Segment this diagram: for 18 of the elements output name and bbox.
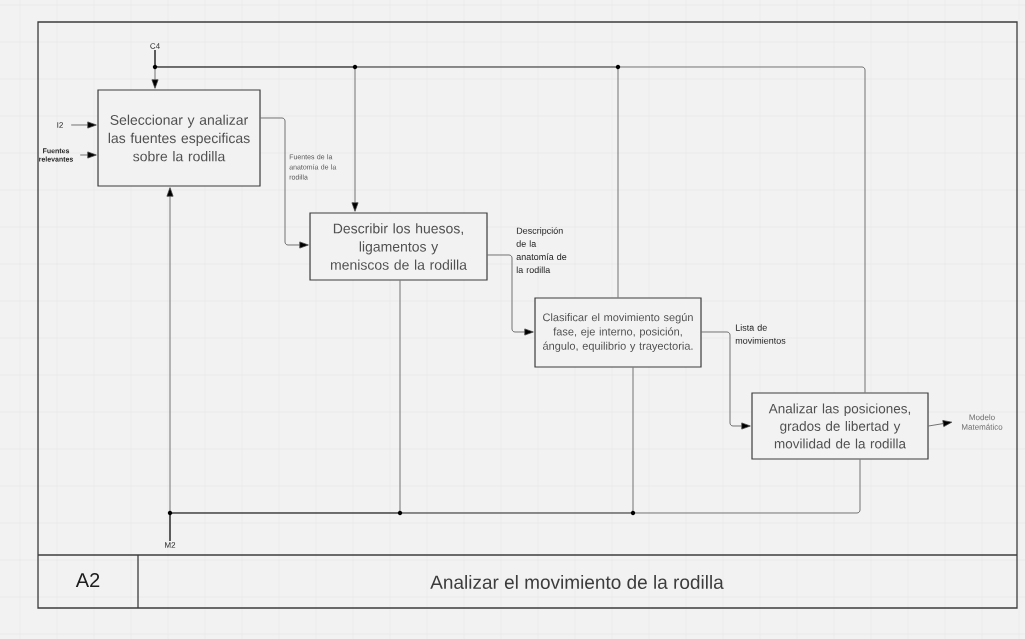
arrow bbox=[260, 117, 309, 249]
arrow bbox=[70, 121, 97, 129]
flow-label: Modelo Matemático bbox=[962, 414, 1003, 430]
title: Analizar el movimiento de la rodilla bbox=[430, 575, 724, 589]
flow-label: M2 bbox=[165, 542, 176, 548]
edge-label: Descripción de la anatomía de la rodilla bbox=[516, 227, 567, 274]
arrow bbox=[79, 151, 97, 159]
flow-label: C4 bbox=[150, 43, 160, 49]
flow-label: I2 bbox=[57, 122, 63, 128]
arrow bbox=[928, 420, 953, 427]
diagram-number: A2 bbox=[75, 573, 100, 587]
process-box: Clasificar el movimiento según fase, eje interno, posición, ángulo, equilibrio y trayectoria. bbox=[534, 297, 702, 368]
arrow bbox=[487, 254, 534, 336]
edge-label: Lista de movimientos bbox=[735, 324, 786, 344]
process-box: Analizar las posiciones, grados de libertad y movilidad de la rodilla bbox=[751, 392, 929, 460]
process-box: Describir los huesos, ligamentos y meniscos de la rodilla bbox=[309, 212, 488, 281]
process-box: Seleccionar y analizar las fuentes especificas sobre la rodilla bbox=[97, 89, 261, 187]
arrow bbox=[701, 331, 751, 430]
